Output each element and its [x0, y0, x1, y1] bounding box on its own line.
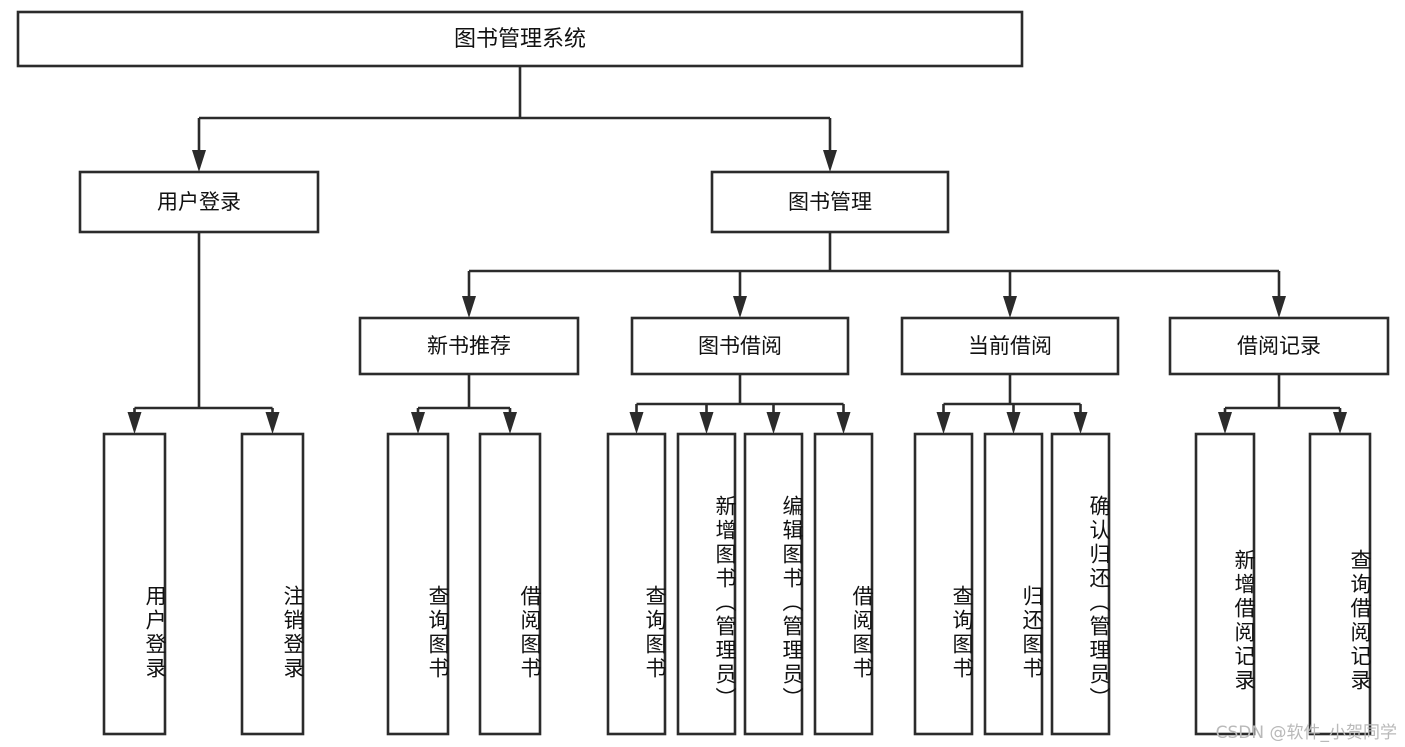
leaf-leaf-edit-book[interactable]: [743, 432, 804, 736]
arrow-head-icon: [936, 412, 951, 434]
leaf-leaf-return-book[interactable]: [983, 432, 1044, 736]
node-book-manage-rect[interactable]: [710, 170, 950, 234]
leaf-leaf-confirm-return[interactable]: [1050, 432, 1111, 736]
node-user-login-label: 用户登录: [157, 190, 241, 214]
node-book-borrow[interactable]: 图书借阅: [630, 316, 850, 376]
leaf-leaf-query-book-cur[interactable]: [913, 432, 974, 736]
watermark-text: CSDN @软件_小贺同学: [1215, 723, 1397, 743]
node-borrow-record-rect[interactable]: [1168, 316, 1390, 376]
node-new-book-recommend-rect[interactable]: [358, 316, 580, 376]
leaf-leaf-query-book-borrow-rect[interactable]: [606, 432, 667, 736]
leaf-leaf-query-book-borrow[interactable]: [606, 432, 667, 736]
arrow-head-icon: [1333, 412, 1347, 434]
arrow-head-icon: [411, 412, 425, 434]
node-book-manage[interactable]: 图书管理: [710, 170, 950, 234]
leaf-leaf-logout[interactable]: [240, 432, 305, 736]
leaf-leaf-query-record-rect[interactable]: [1308, 432, 1372, 736]
node-book-manage-label: 图书管理: [788, 190, 872, 214]
node-book-borrow-rect[interactable]: [630, 316, 850, 376]
node-root-label: 图书管理系统: [454, 27, 586, 52]
leaf-leaf-borrow-book-rec[interactable]: [478, 432, 542, 736]
leaf-leaf-borrow-book[interactable]: [813, 432, 874, 736]
node-borrow-record[interactable]: 借阅记录: [1168, 316, 1390, 376]
edges-layer: [127, 66, 1347, 434]
node-user-login-rect[interactable]: [78, 170, 320, 234]
node-user-login[interactable]: 用户登录: [78, 170, 320, 234]
leaf-leaf-add-record[interactable]: [1194, 432, 1256, 736]
leaf-leaf-add-record-rect[interactable]: [1194, 432, 1256, 736]
leaf-leaf-query-book-rec-rect[interactable]: [386, 432, 450, 736]
arrow-head-icon: [192, 150, 206, 172]
node-root-rect[interactable]: [16, 10, 1024, 68]
leaf-leaf-confirm-return-rect[interactable]: [1050, 432, 1111, 736]
arrow-head-icon: [766, 412, 781, 434]
leaf-leaf-query-record[interactable]: [1308, 432, 1372, 736]
arrow-head-icon: [462, 296, 476, 318]
leaf-leaf-borrow-book-rec-rect[interactable]: [478, 432, 542, 736]
leaf-leaf-return-book-rect[interactable]: [983, 432, 1044, 736]
leaf-leaf-user-login[interactable]: [102, 432, 167, 736]
arrow-head-icon: [1073, 412, 1088, 434]
leaf-leaf-add-book[interactable]: [676, 432, 737, 736]
node-current-borrow-label: 当前借阅: [968, 334, 1052, 358]
leaf-leaf-borrow-book-rect[interactable]: [813, 432, 874, 736]
node-root[interactable]: 图书管理系统: [16, 10, 1024, 68]
leaf-leaf-logout-rect[interactable]: [240, 432, 305, 736]
arrow-head-icon: [629, 412, 644, 434]
leaf-leaf-add-book-rect[interactable]: [676, 432, 737, 736]
node-borrow-record-label: 借阅记录: [1237, 334, 1321, 358]
arrow-head-icon: [823, 150, 837, 172]
arrow-head-icon: [1003, 296, 1017, 318]
arrow-head-icon: [733, 296, 747, 318]
leaf-leaf-query-book-rec[interactable]: [386, 432, 450, 736]
leaf-leaf-query-book-cur-rect[interactable]: [913, 432, 974, 736]
arrow-head-icon: [127, 412, 142, 434]
node-book-borrow-label: 图书借阅: [698, 334, 782, 358]
arrow-head-icon: [836, 412, 851, 434]
node-new-book-recommend[interactable]: 新书推荐: [358, 316, 580, 376]
arrow-head-icon: [699, 412, 714, 434]
arrow-head-icon: [503, 412, 517, 434]
arrow-head-icon: [1218, 412, 1232, 434]
arrow-head-icon: [1006, 412, 1021, 434]
leaf-leaf-edit-book-rect[interactable]: [743, 432, 804, 736]
arrow-head-icon: [265, 412, 280, 434]
node-current-borrow[interactable]: 当前借阅: [900, 316, 1120, 376]
node-current-borrow-rect[interactable]: [900, 316, 1120, 376]
arrow-head-icon: [1272, 296, 1286, 318]
node-new-book-recommend-label: 新书推荐: [427, 334, 511, 358]
leaf-leaf-user-login-rect[interactable]: [102, 432, 167, 736]
